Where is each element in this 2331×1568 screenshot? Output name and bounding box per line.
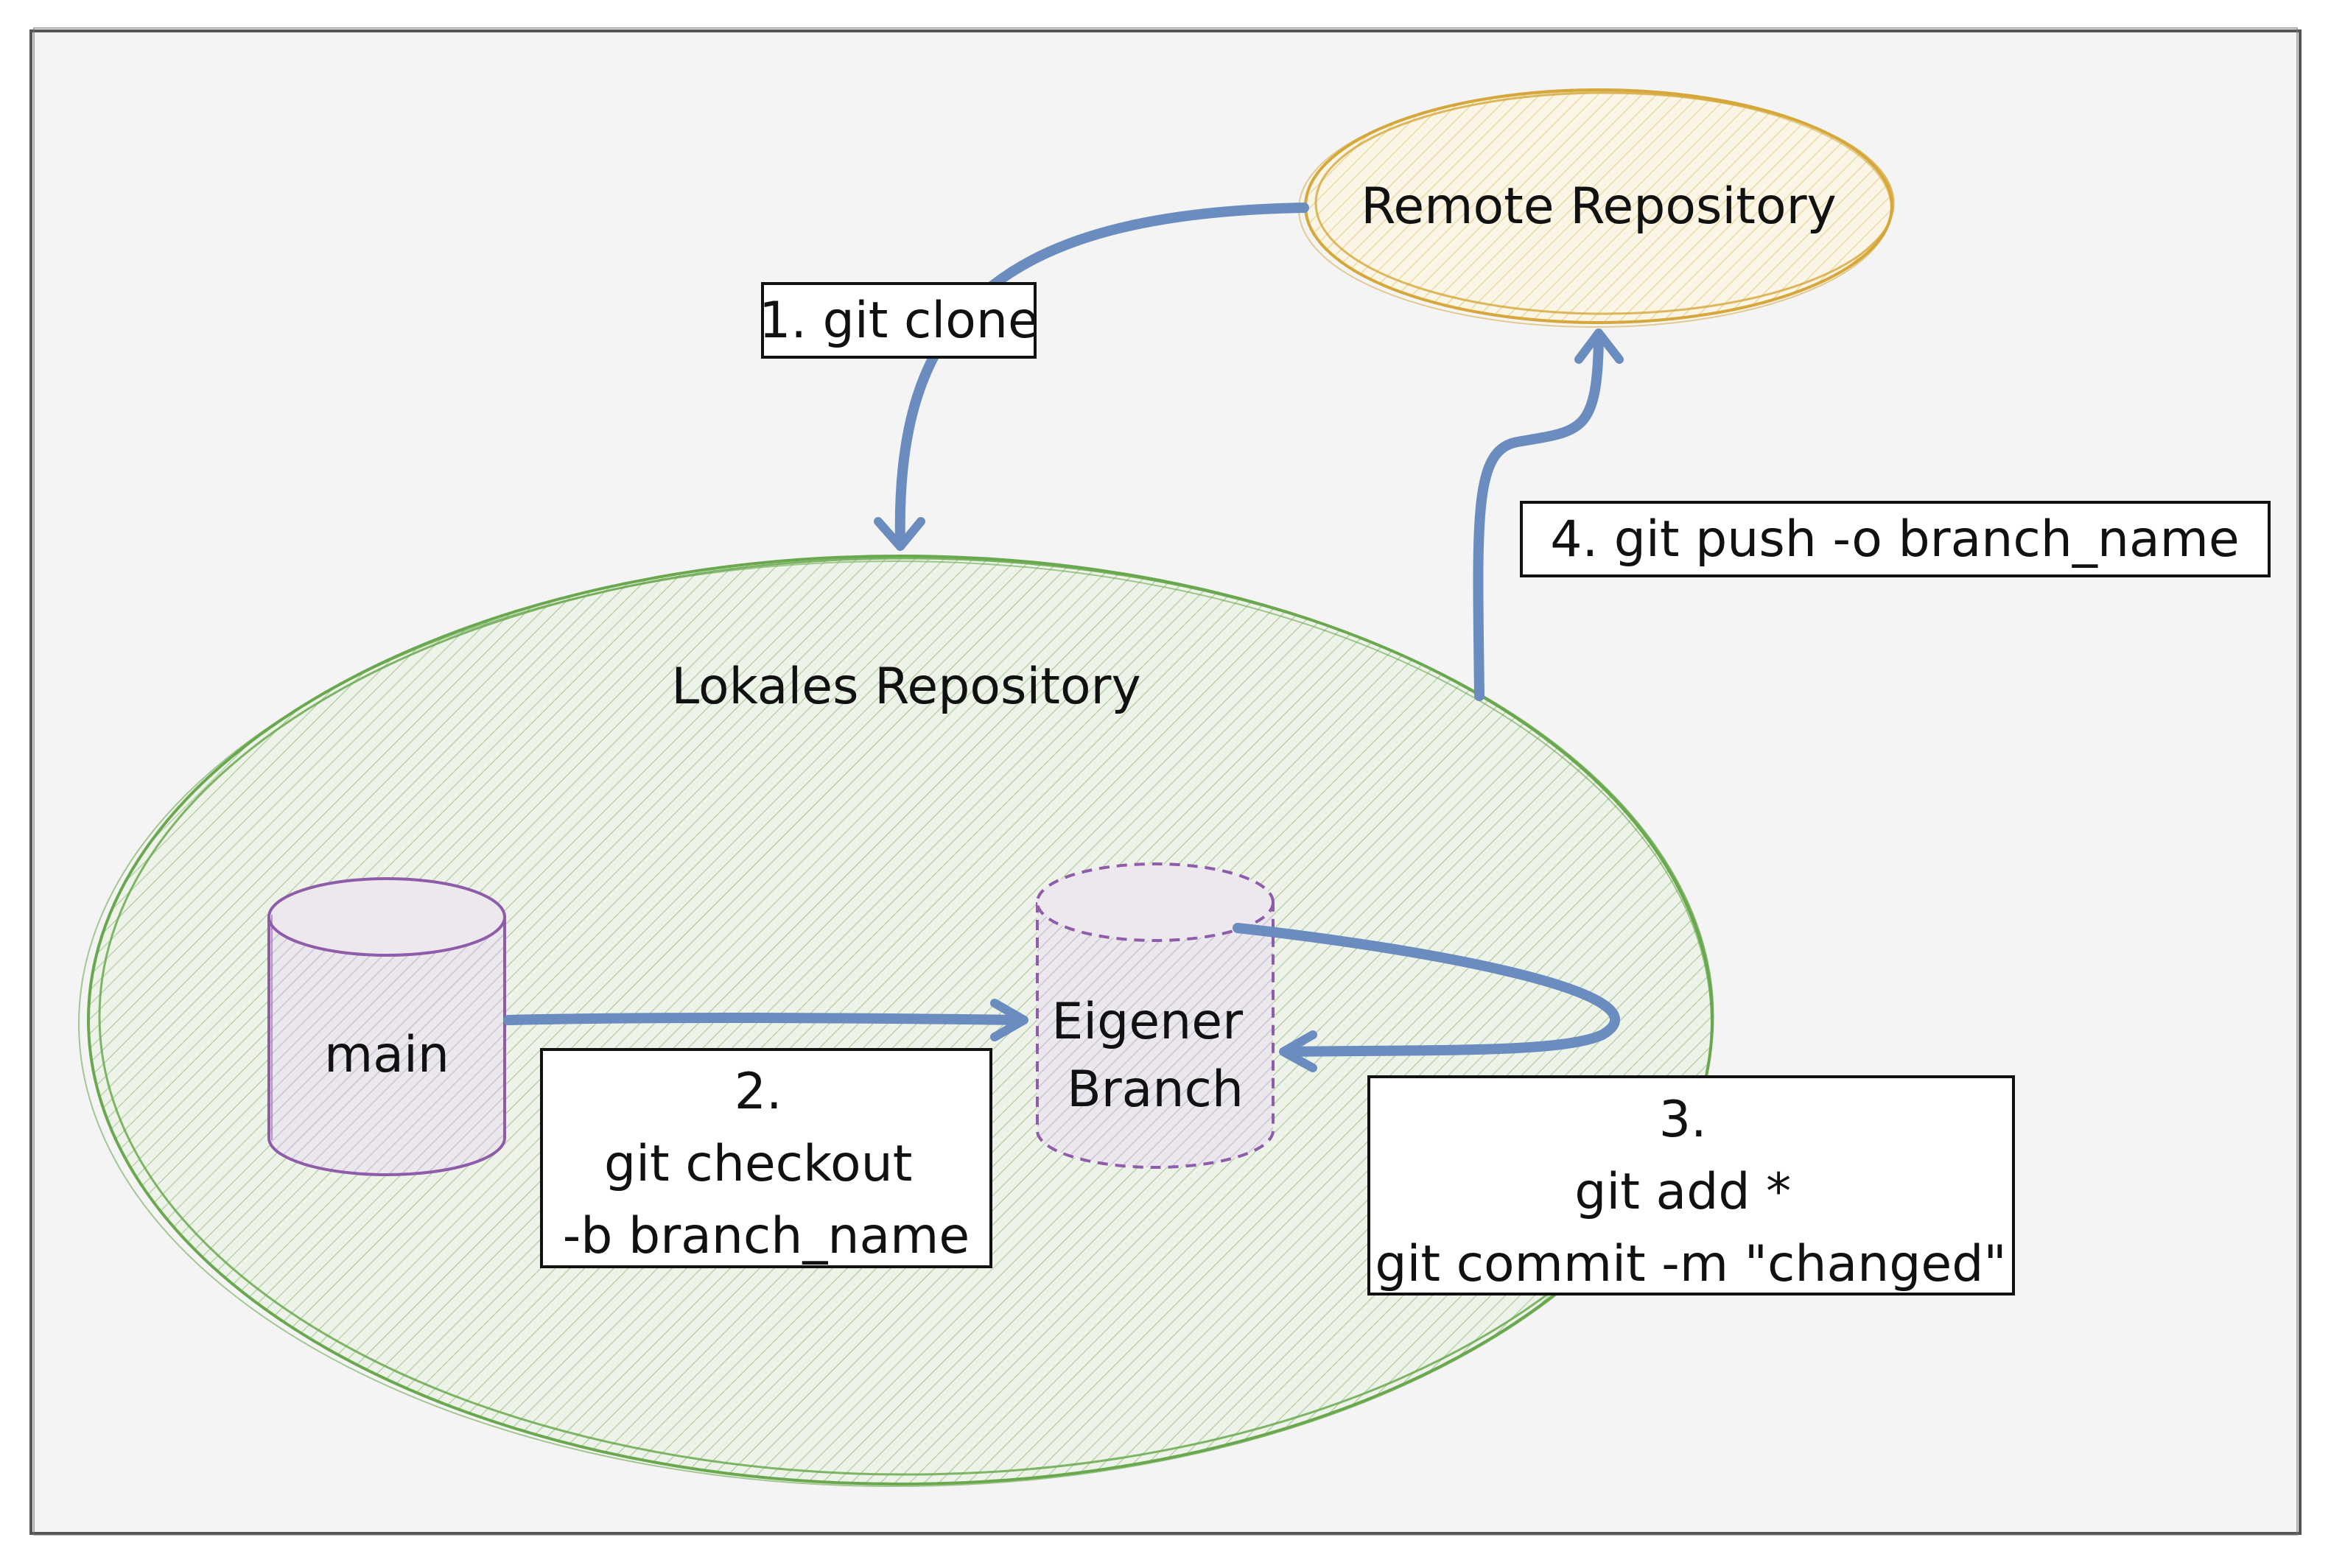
step-commit-line-3: git commit -m "changed": [1375, 1235, 2006, 1293]
step-commit-line-2: git add *: [1574, 1163, 1791, 1221]
step-clone-text: 1. git clone: [759, 292, 1039, 350]
main-branch-cylinder: [267, 877, 506, 1176]
own-branch-line-1: Eigener: [1051, 993, 1243, 1051]
arrow-checkout: [503, 999, 1028, 1041]
remote-repository-label: Remote Repository: [1361, 177, 1837, 236]
step-commit-line-1: 3.: [1659, 1091, 1707, 1149]
step-checkout-line-2: git checkout: [604, 1135, 912, 1193]
step-checkout-text: 2. git checkout -b branch_name: [563, 1063, 970, 1265]
step-commit-text: 3. git add * git commit -m "changed": [1375, 1091, 2006, 1293]
arrow-push: [1473, 328, 1624, 701]
step-commit-box: 3. git add * git commit -m "changed": [1367, 1075, 2015, 1295]
step-push-text: 4. git push -o branch_name: [1550, 510, 2239, 569]
step-push-box: 4. git push -o branch_name: [1520, 501, 2271, 577]
arrow-commit-loop: [1233, 923, 1620, 1072]
own-branch-cylinder: [1036, 862, 1275, 1169]
step-checkout-box: 2. git checkout -b branch_name: [540, 1048, 992, 1268]
local-repository-label: Lokales Repository: [671, 658, 1141, 716]
step-clone-box: 1. git clone: [759, 282, 1039, 359]
step-checkout-line-1: 2.: [735, 1063, 782, 1121]
step-checkout-line-3: -b branch_name: [563, 1207, 970, 1265]
own-branch-label: Eigener Branch: [1051, 993, 1258, 1119]
main-branch-label: main: [324, 1026, 449, 1084]
own-branch-line-2: Branch: [1067, 1061, 1244, 1119]
